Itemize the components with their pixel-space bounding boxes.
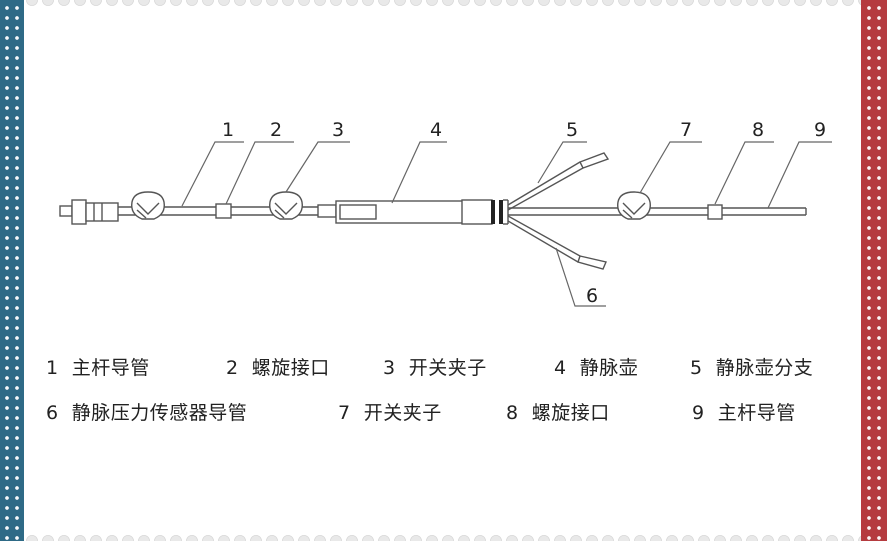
legend-label: 静脉壶分支: [715, 357, 814, 379]
legend-label: 螺旋接口: [251, 357, 330, 379]
legend-label: 螺旋接口: [531, 402, 610, 424]
callout-9: 9: [814, 119, 826, 141]
clamp-1: [131, 191, 165, 220]
legend-item-3: 3 开关夹子: [383, 353, 487, 380]
left-dotted-border: [0, 0, 24, 541]
legend-number: 4: [554, 357, 567, 379]
legend-number: 5: [690, 357, 703, 379]
legend-item-8: 8 螺旋接口: [506, 398, 610, 425]
main-tube-right: [508, 207, 807, 216]
callout-8: 8: [752, 119, 764, 141]
callout-6: 6: [586, 285, 598, 307]
leader-6: [555, 247, 606, 307]
callout-numbers: 1 2 3 4 5 6 7 8 9: [222, 119, 826, 307]
left-luer-connector: [59, 199, 119, 225]
legend-number: 3: [383, 357, 396, 379]
pressure-line-branch-6: [507, 215, 607, 270]
callout-2: 2: [270, 119, 282, 141]
legend-label: 静脉压力传感器导管: [71, 402, 248, 424]
chamber-branch-5: [507, 152, 610, 211]
legend-label: 主杆导管: [71, 357, 150, 379]
leader-5: [537, 141, 587, 184]
legend-item-7: 7 开关夹子: [338, 398, 442, 425]
legend-number: 7: [338, 402, 351, 424]
leader-2: [225, 141, 294, 205]
legend-item-1: 1 主杆导管: [46, 353, 150, 380]
leader-7: [639, 141, 702, 194]
bottom-scalloped-edge: [24, 529, 861, 541]
screw-connector-8: [707, 204, 723, 220]
legend-number: 8: [506, 402, 519, 424]
clamp-7: [617, 191, 651, 220]
callout-leader-lines: [181, 141, 832, 307]
leader-9: [767, 141, 832, 209]
leader-4: [391, 141, 447, 204]
legend-number: 1: [46, 357, 59, 379]
legend-number: 6: [46, 402, 59, 424]
leader-8: [714, 141, 774, 205]
callout-5: 5: [566, 119, 578, 141]
legend-item-6: 6 静脉压力传感器导管: [46, 398, 247, 425]
callout-1: 1: [222, 119, 234, 141]
top-scalloped-edge: [24, 0, 861, 12]
clamp-3: [269, 191, 303, 220]
callout-7: 7: [680, 119, 692, 141]
legend-label: 开关夹子: [408, 357, 487, 379]
legend-label: 主杆导管: [717, 402, 796, 424]
right-dotted-border: [861, 0, 887, 541]
legend-number: 9: [692, 402, 705, 424]
legend-item-5: 5 静脉壶分支: [690, 353, 813, 380]
legend-item-2: 2 螺旋接口: [226, 353, 330, 380]
leader-1: [181, 141, 244, 207]
legend-item-9: 9 主杆导管: [692, 398, 796, 425]
legend-label: 开关夹子: [363, 402, 442, 424]
venous-chamber: [317, 199, 509, 225]
legend-item-4: 4 静脉壶: [554, 353, 638, 380]
screw-connector-2: [215, 203, 232, 219]
callout-4: 4: [430, 119, 442, 141]
leader-3: [285, 141, 350, 193]
legend-label: 静脉壶: [579, 357, 639, 379]
legend-number: 2: [226, 357, 239, 379]
callout-3: 3: [332, 119, 344, 141]
